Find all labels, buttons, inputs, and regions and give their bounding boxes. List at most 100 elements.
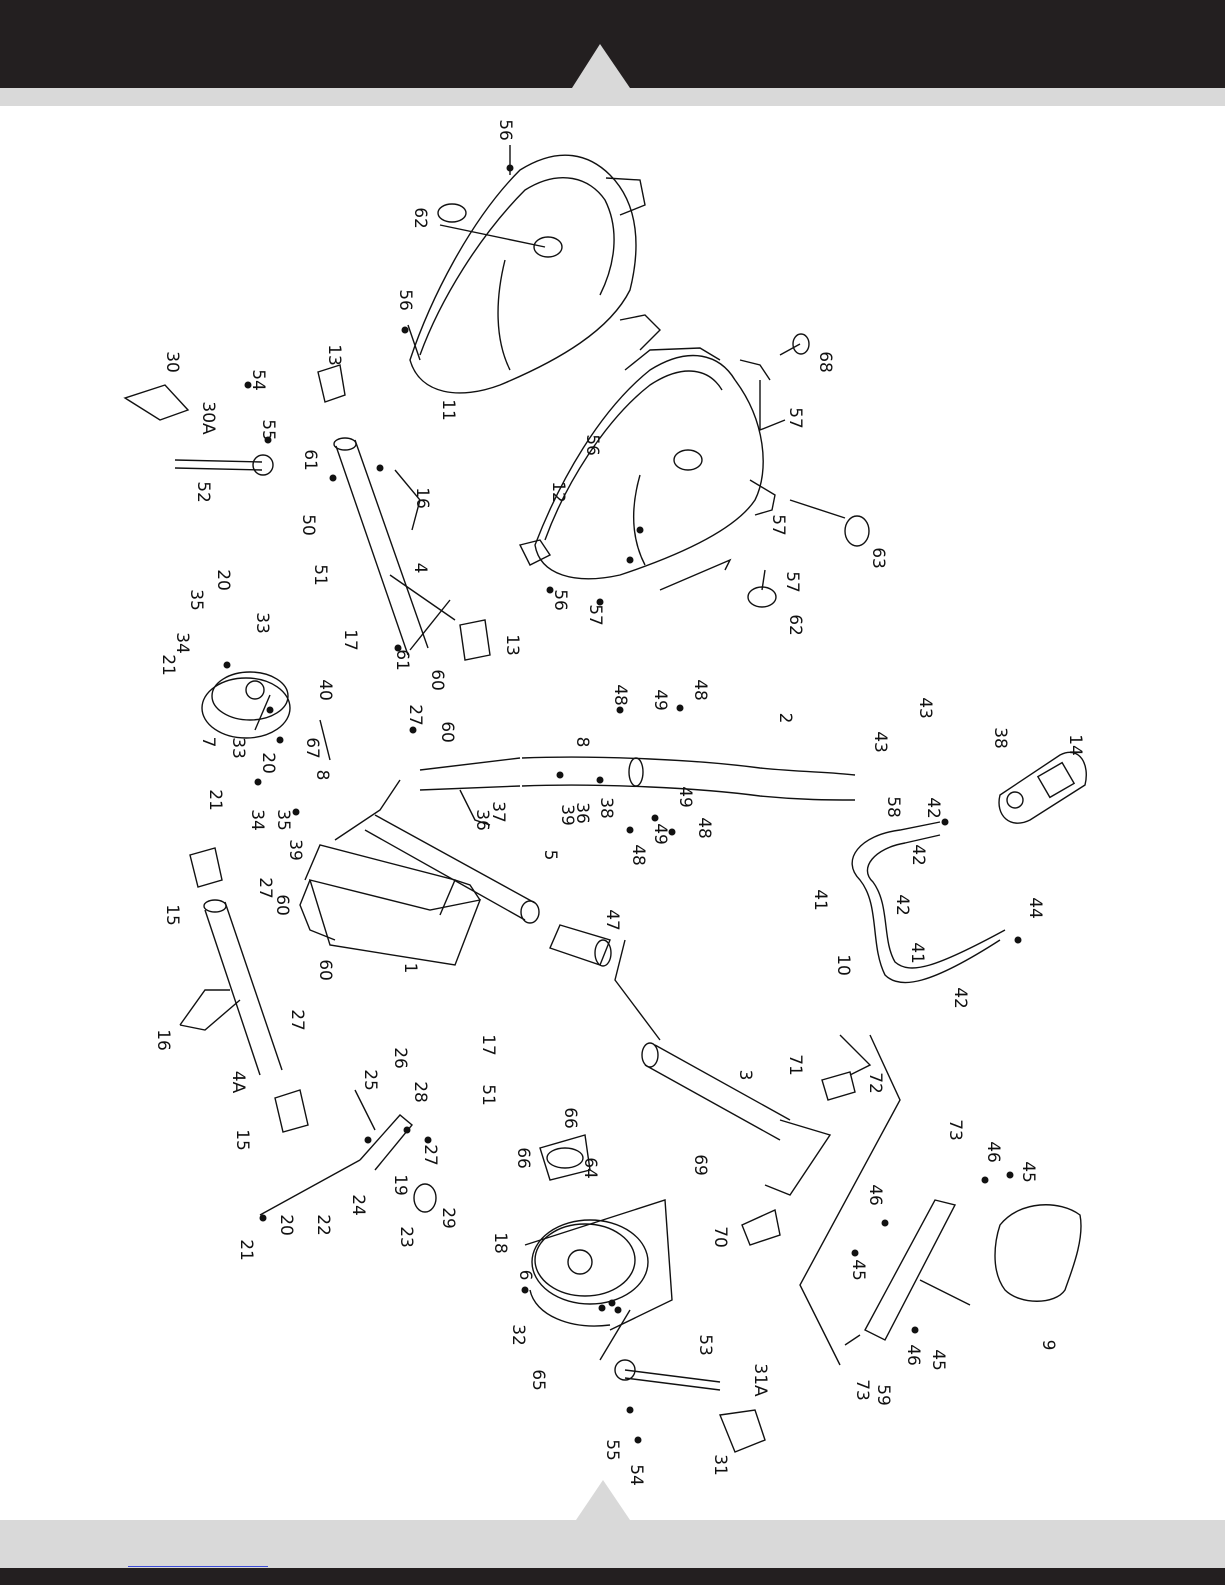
- part-number-label: 45: [1018, 1161, 1038, 1183]
- part-number-label: 56: [495, 119, 515, 141]
- fastener-dot: [506, 164, 514, 172]
- fastener-dot: [556, 771, 564, 779]
- fastener-dot: [911, 1326, 919, 1334]
- fastener-dot: [409, 726, 417, 734]
- part-number-label: 42: [892, 894, 912, 916]
- part-number-label: 23: [396, 1226, 416, 1248]
- part-number-label: 42: [923, 797, 943, 819]
- part-number-label: 53: [695, 1334, 715, 1356]
- part-number-label: 49: [650, 823, 670, 845]
- fastener-dot: [626, 556, 634, 564]
- fastener-dot: [1014, 936, 1022, 944]
- part-number-label: 60: [315, 959, 335, 981]
- part-number-label: 63: [868, 547, 888, 569]
- part-number-label: 43: [870, 731, 890, 753]
- fastener-dot: [636, 526, 644, 534]
- part-number-label: 73: [945, 1119, 965, 1141]
- part-number-label: 40: [315, 679, 335, 701]
- fastener-dot: [254, 778, 262, 786]
- part-number-label: 22: [313, 1214, 333, 1236]
- part-number-label: 48: [628, 844, 648, 866]
- part-number-label: 13: [324, 344, 344, 366]
- part-number-label: 4A: [228, 1071, 248, 1094]
- fastener-dot: [403, 1126, 411, 1134]
- part-number-label: 39: [285, 839, 305, 861]
- part-number-label: 66: [513, 1147, 533, 1169]
- fastener-dot: [598, 1304, 606, 1312]
- fastener-dot: [981, 1176, 989, 1184]
- part-number-label: 16: [153, 1029, 173, 1051]
- part-number-label: 48: [694, 817, 714, 839]
- part-number-label: 49: [675, 786, 695, 808]
- fastener-dot: [292, 808, 300, 816]
- part-number-label: 31: [710, 1454, 730, 1476]
- part-number-label: 65: [528, 1369, 548, 1391]
- part-number-label: 72: [865, 1072, 885, 1094]
- bottom-footer-bar: [0, 1568, 1225, 1585]
- part-number-label: 36: [572, 802, 592, 824]
- part-number-label: 66: [560, 1107, 580, 1129]
- part-number-label: 46: [983, 1141, 1003, 1163]
- fastener-dot: [276, 736, 284, 744]
- part-number-label: 20: [258, 752, 278, 774]
- fastener-dot: [264, 436, 272, 444]
- part-number-label: 60: [427, 669, 447, 691]
- fastener-dot: [616, 706, 624, 714]
- fastener-dot: [394, 644, 402, 652]
- part-number-label: 73: [852, 1379, 872, 1401]
- fastener-dot: [329, 474, 337, 482]
- part-number-label: 57: [768, 514, 788, 536]
- fastener-dot: [401, 326, 409, 334]
- part-number-label: 62: [785, 614, 805, 636]
- fastener-dot: [881, 1219, 889, 1227]
- part-number-label: 10: [833, 954, 853, 976]
- fastener-dot: [376, 464, 384, 472]
- part-number-label: 11: [438, 399, 458, 421]
- part-number-label: 27: [287, 1009, 307, 1031]
- part-number-label: 15: [162, 904, 182, 926]
- fastener-dot: [851, 1249, 859, 1257]
- part-number-label: 56: [582, 434, 602, 456]
- part-number-label: 26: [390, 1047, 410, 1069]
- part-number-label: 61: [392, 649, 412, 671]
- part-number-label: 27: [255, 877, 275, 899]
- part-number-label: 38: [596, 797, 616, 819]
- fastener-dot: [223, 661, 231, 669]
- part-number-label: 35: [186, 589, 206, 611]
- part-number-label: 49: [650, 689, 670, 711]
- part-number-label: 43: [915, 697, 935, 719]
- part-number-label: 17: [340, 629, 360, 651]
- exploded-parts-diagram: 12344A5678891011121313141515161617171819…: [123, 119, 1087, 1486]
- bottom-tab-triangle: [576, 1480, 630, 1520]
- fastener-dot: [626, 1406, 634, 1414]
- fastener-dot: [1006, 1171, 1014, 1179]
- fastener-dot: [634, 1436, 642, 1444]
- part-number-label: 60: [272, 894, 292, 916]
- part-number-label: 21: [236, 1239, 256, 1261]
- part-number-label: 28: [410, 1081, 430, 1103]
- part-number-label: 56: [395, 289, 415, 311]
- part-number-label: 21: [158, 654, 178, 676]
- part-number-label: 8: [312, 770, 332, 781]
- footer-link-underline[interactable]: [128, 1566, 268, 1567]
- part-number-label: 18: [490, 1232, 510, 1254]
- part-number-label: 70: [710, 1226, 730, 1248]
- fastener-dot: [364, 1136, 372, 1144]
- part-number-label: 54: [626, 1464, 646, 1486]
- part-number-label: 54: [248, 369, 268, 391]
- part-number-label: 6: [515, 1270, 535, 1281]
- fastener-dot: [651, 814, 659, 822]
- fastener-dot: [259, 1214, 267, 1222]
- part-number-label: 8: [572, 737, 592, 748]
- part-number-label: 42: [908, 844, 928, 866]
- part-number-label: 62: [410, 207, 430, 229]
- fastener-dot: [668, 828, 676, 836]
- part-number-label: 64: [580, 1157, 600, 1179]
- part-number-label: 60: [437, 721, 457, 743]
- part-number-label: 17: [478, 1034, 498, 1056]
- part-number-label: 16: [412, 487, 432, 509]
- part-number-label: 3: [735, 1070, 755, 1081]
- part-number-label: 15: [232, 1129, 252, 1151]
- part-number-label: 27: [420, 1144, 440, 1166]
- part-number-label: 68: [815, 351, 835, 373]
